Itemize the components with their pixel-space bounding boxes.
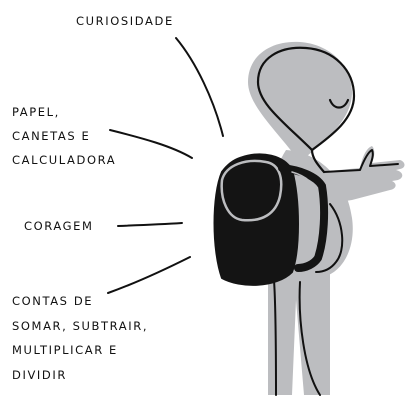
courage-label: CORAGEM [24,219,94,233]
figure-left-leg-outline [273,279,277,396]
smile-icon [328,98,350,109]
backpack-strap-outline [291,171,320,259]
supplies-label-line-2: CANETAS E [12,129,90,143]
supplies-label-line-1: PAPEL, [12,105,60,119]
figure-right-leg-outline [298,281,321,396]
curiosity-label: CURIOSIDADE [76,14,174,28]
figure-head-outline [256,46,356,152]
labels: CURIOSIDADE PAPEL, CANETAS E CALCULADORA… [12,14,174,382]
figure-head [248,41,352,163]
math-pointer-line [107,256,191,294]
math-label-line-4: DIVIDIR [12,368,67,382]
courage-pointer-line [117,222,183,227]
math-label-line-1: CONTAS DE [12,294,93,308]
figure-neck-outline [310,148,326,174]
curiosity-pointer-line [175,37,224,137]
backpack-strap [278,164,329,272]
math-label-line-2: SOMAR, SUBTRAIR, [12,319,148,333]
pointer-lines [107,37,224,294]
figure-body-outline [315,203,344,273]
supplies-pointer-line [109,129,193,159]
backpack-flap [220,159,283,222]
backpack-icon [213,153,329,286]
supplies-label-line-3: CALCULADORA [12,153,116,167]
figure-arm-outline [323,149,399,173]
math-label-line-3: MULTIPLICAR E [12,343,118,357]
figure-legs [268,265,330,395]
